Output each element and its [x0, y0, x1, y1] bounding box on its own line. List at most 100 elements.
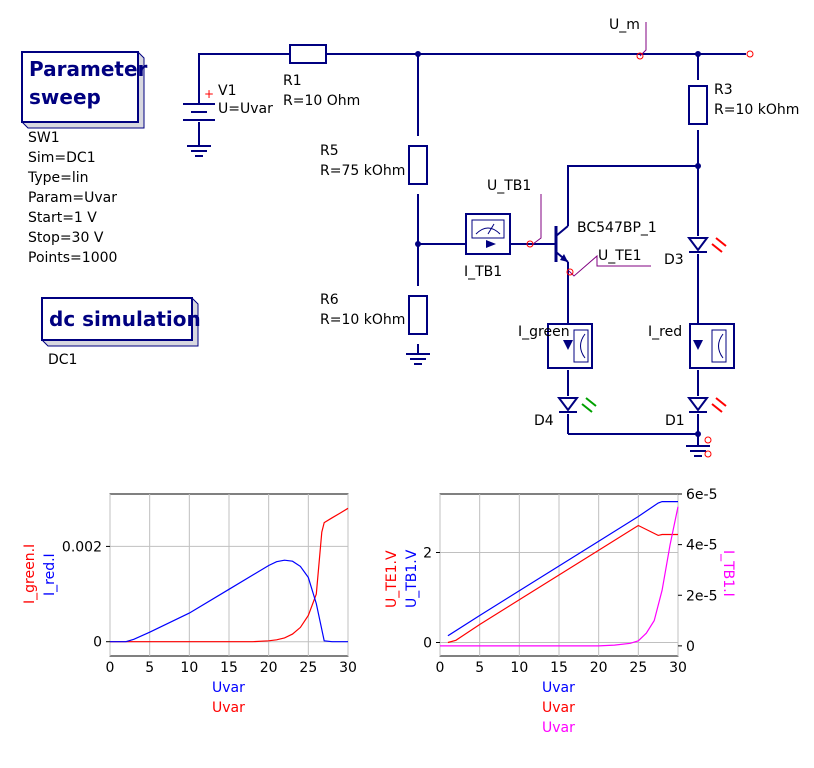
ammeter-i-red[interactable]: [689, 323, 735, 369]
u-te1-label: U_TE1: [598, 248, 642, 264]
ground-icon: [686, 436, 712, 458]
d3-label: D3: [664, 252, 684, 268]
u-m-label: U_m: [609, 17, 640, 33]
chart-1-xlabel: Uvar: [212, 700, 245, 716]
probe-u-tb1[interactable]: [526, 194, 542, 248]
chart-2-ylabel: U_TE1.V: [384, 550, 400, 608]
r1-value: R=10 Ohm: [283, 93, 360, 109]
led-d1-red[interactable]: [687, 397, 727, 413]
chart-1-ylabel: I_green.I: [22, 544, 38, 604]
series-line: [447, 524, 678, 644]
y-tick-label: 0: [423, 636, 432, 652]
led-d4-green[interactable]: [557, 397, 597, 413]
chart-2-grid: [439, 494, 679, 656]
r3-value: R=10 kOhm: [714, 102, 799, 118]
r6-name: R6: [320, 292, 339, 308]
chart-2-series: [440, 501, 679, 647]
chart-2-xlabel: Uvar: [542, 700, 575, 716]
chart-1-xlabel: Uvar: [212, 680, 245, 696]
y-right-tick-label: 0: [686, 639, 695, 655]
ground-icon: [187, 145, 211, 157]
param-line: Points=1000: [28, 250, 117, 266]
ammeter-i-green[interactable]: [547, 323, 593, 369]
y-right-tick-label: 6e-5: [686, 487, 717, 503]
x-tick-label: 10: [510, 660, 528, 676]
chart-2-xlabel: Uvar: [542, 720, 575, 736]
x-tick-label: 5: [145, 660, 154, 676]
resistor-r1[interactable]: [289, 44, 327, 64]
y-tick-label: 0.002: [62, 539, 102, 555]
i-green-label: I_green: [518, 324, 570, 340]
r6-value: R=10 kOhm: [320, 312, 405, 328]
x-tick-label: 20: [590, 660, 608, 676]
param-sweep-title: Parameter: [29, 57, 148, 81]
npn-transistor[interactable]: [554, 225, 569, 263]
led-d3-red[interactable]: [687, 237, 727, 253]
ammeter-i-tb1[interactable]: [465, 213, 511, 255]
dc-simulation-block[interactable]: dc simulation: [41, 297, 201, 347]
ground-icon: [406, 353, 430, 365]
x-tick-label: 30: [669, 660, 687, 676]
x-tick-label: 0: [436, 660, 445, 676]
x-tick-label: 25: [629, 660, 647, 676]
transistor-name: BC547BP_1: [577, 220, 657, 236]
r3-name: R3: [714, 82, 733, 98]
itb1-label: I_TB1: [464, 264, 502, 280]
junction-dots: [415, 50, 754, 437]
i-red-label: I_red: [648, 324, 682, 340]
param-line: Start=1 V: [28, 210, 97, 226]
d1-label: D1: [665, 413, 685, 429]
y-right-tick-label: 2e-5: [686, 588, 717, 604]
chart-2-ylabel-right: I_TB1.I: [720, 550, 736, 597]
resistor-r3[interactable]: [688, 85, 708, 125]
dc-simulation-title: dc simulation: [49, 307, 201, 331]
chart-1: 0 5 10 15 20 25 30 0 0.002 I_green.I I_red.I Uva…: [22, 493, 357, 716]
x-tick-label: 25: [299, 660, 317, 676]
param-line: Type=lin: [27, 170, 89, 186]
x-tick-label: 20: [260, 660, 278, 676]
chart-1-ticks: 0 5 10 15 20 25 30 0 0.002: [62, 539, 357, 676]
x-tick-label: 15: [550, 660, 568, 676]
chart-2-xlabel: Uvar: [542, 680, 575, 696]
chart-1-ylabel: I_red.I: [42, 553, 58, 596]
dc-voltage-source-v1[interactable]: +: [183, 87, 215, 121]
x-tick-label: 5: [475, 660, 484, 676]
param-line: SW1: [28, 130, 60, 146]
x-tick-label: 0: [106, 660, 115, 676]
resistor-r5[interactable]: [408, 145, 428, 185]
x-tick-label: 30: [339, 660, 357, 676]
series-line: [110, 559, 348, 643]
param-line: Sim=DC1: [28, 150, 96, 166]
chart-1-series: [110, 507, 349, 643]
u-tb1-label: U_TB1: [487, 178, 531, 194]
chart-2-ylabel: U_TB1.V: [404, 549, 420, 608]
d4-label: D4: [534, 413, 554, 429]
x-tick-label: 15: [220, 660, 238, 676]
plus-sign: +: [204, 87, 214, 101]
x-tick-label: 10: [180, 660, 198, 676]
param-line: Param=Uvar: [28, 190, 117, 206]
resistor-r6[interactable]: [408, 295, 428, 335]
y-tick-label: 2: [423, 546, 432, 562]
dc-simulation-name: DC1: [48, 352, 77, 368]
probe-u-m[interactable]: [636, 22, 647, 60]
chart-1-grid: [109, 494, 349, 656]
v1-value: U=Uvar: [218, 101, 273, 117]
parameter-sweep-block[interactable]: Parameter sweep: [21, 51, 148, 129]
param-line: Stop=30 V: [28, 230, 104, 246]
param-sweep-properties: SW1 Sim=DC1 Type=lin Param=Uvar Start=1 …: [27, 130, 117, 266]
series-line: [440, 506, 679, 647]
probe-u-te1[interactable]: [566, 254, 651, 277]
y-tick-label: 0: [93, 635, 102, 651]
v1-name: V1: [218, 83, 236, 99]
r5-name: R5: [320, 143, 339, 159]
series-line: [447, 501, 678, 637]
circuit-wires: [198, 53, 746, 446]
r5-value: R=75 kOhm: [320, 163, 405, 179]
param-sweep-subtitle: sweep: [29, 85, 101, 109]
series-line: [110, 507, 349, 643]
y-right-tick-label: 4e-5: [686, 538, 717, 554]
